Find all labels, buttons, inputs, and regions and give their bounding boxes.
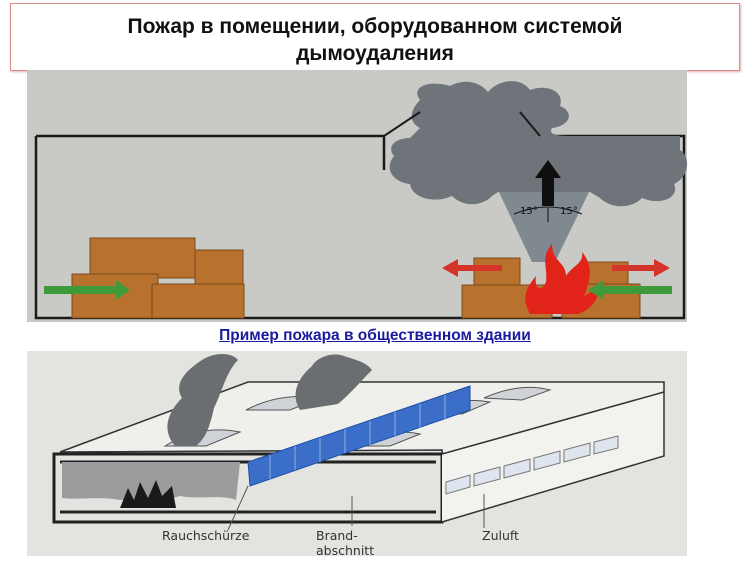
smoke-cloud [389,81,688,207]
smoke-column-left [167,354,238,446]
smoke-extraction-diagram: 15° 15° [27,70,688,322]
title-line-2: дымоудаления [296,42,454,65]
up-arrow-icon [535,160,561,206]
label-rauchschuerze: Rauchschürze [162,528,250,543]
heat-outflow-arrow-right [612,259,670,277]
smoke-under-roof [62,462,240,500]
caption-link[interactable]: Пример пожара в общественном здании [219,327,531,344]
smoke-curtain [247,385,471,487]
crate-stack-left [71,237,245,319]
smoke-curtain-hatching [269,395,446,479]
page-title: Пожар в помещении, оборудованном системо… [11,4,739,67]
label-brand-line1: Brand- [316,528,358,543]
label-leaders [227,485,485,531]
title-box: Пожар в помещении, оборудованном системо… [10,3,740,71]
smoke-plume [498,190,590,262]
angle-left-label: 15° [520,206,538,217]
fire-icon [525,244,599,314]
angle-marker [513,206,583,222]
smoke-column-right [295,354,372,410]
side-windows [445,435,619,495]
air-inflow-arrow-left [44,280,130,300]
fire-flames-icon [120,480,176,508]
title-line-1: Пожар в помещении, оборудованном системо… [127,15,623,38]
air-inflow-arrow-right [588,280,672,300]
label-brand-line2: abschnitt [316,543,374,558]
label-zuluft: Zuluft [482,528,519,543]
heat-outflow-arrow-left [442,259,502,277]
roof-opening [383,111,541,137]
angle-right-label: 15° [560,206,578,217]
